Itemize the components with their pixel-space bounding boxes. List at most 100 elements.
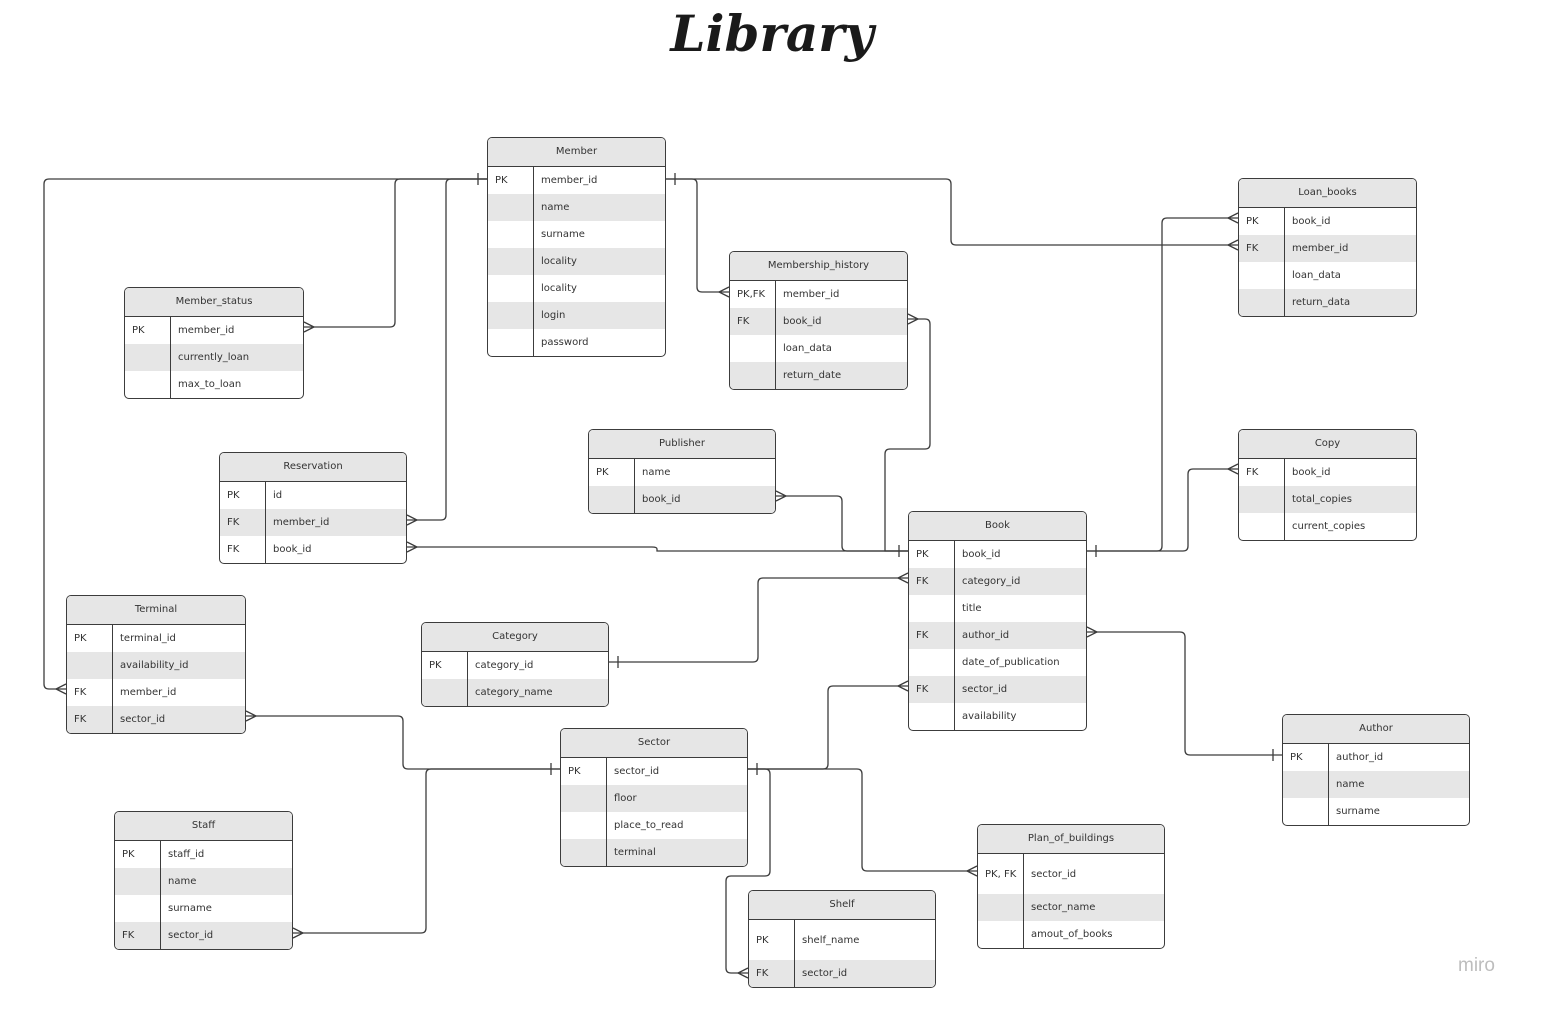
- entity-row: FK author_id: [909, 622, 1086, 649]
- field-name: author_id: [962, 630, 1010, 641]
- relationship-line-9: [1087, 217, 1238, 552]
- field-name: sector_id: [120, 714, 166, 725]
- entity-row: current_copies: [1239, 513, 1416, 540]
- cardinality-many-marker: [736, 967, 749, 979]
- key-cell: PK: [125, 317, 171, 344]
- field-name: sector_id: [614, 766, 660, 777]
- relationship-line-12: [1087, 631, 1282, 756]
- entity-title: Membership_history: [730, 252, 907, 281]
- key-cell: PK: [422, 652, 468, 679]
- field-name: locality: [541, 256, 577, 267]
- field-name: name: [541, 202, 570, 213]
- relationship-line-8: [776, 495, 908, 552]
- entity-title: Book: [909, 512, 1086, 541]
- key-cell: PK: [1239, 208, 1285, 235]
- key-cell: [488, 329, 534, 356]
- entity-title: Staff: [115, 812, 292, 841]
- key-cell: FK: [909, 676, 955, 703]
- field-name: sector_id: [962, 684, 1008, 695]
- key-cell: FK: [220, 509, 266, 536]
- key-cell: [422, 679, 468, 706]
- entity-row: name: [115, 868, 292, 895]
- entity-row: return_date: [730, 362, 907, 389]
- key-cell: PK: [1283, 744, 1329, 771]
- entity-row: password: [488, 329, 665, 356]
- key-cell: [909, 595, 955, 622]
- field-name: terminal_id: [120, 633, 176, 644]
- field-name: max_to_loan: [178, 379, 242, 390]
- entity-title: Publisher: [589, 430, 775, 459]
- field-name: date_of_publication: [962, 657, 1060, 668]
- key-cell: FK: [1239, 235, 1285, 262]
- entity-row: loan_data: [1239, 262, 1416, 289]
- field-name: member_id: [273, 517, 330, 528]
- entity-row: book_id: [589, 486, 775, 513]
- field-name: book_id: [642, 494, 681, 505]
- field-name: return_data: [1292, 297, 1351, 308]
- field-name: member_id: [178, 325, 235, 336]
- key-cell: [909, 703, 955, 730]
- key-cell: [488, 275, 534, 302]
- field-name: id: [273, 490, 283, 501]
- cardinality-many-marker: [292, 927, 305, 939]
- cardinality-many-marker: [406, 514, 419, 526]
- field-name: availability: [962, 711, 1017, 722]
- cardinality-many-marker: [775, 490, 788, 502]
- entity-title: Plan_of_buildings: [978, 825, 1164, 854]
- field-name: availability_id: [120, 660, 189, 671]
- relationship-line-2: [407, 178, 487, 521]
- key-cell: [909, 649, 955, 676]
- field-name: category_id: [962, 576, 1021, 587]
- relationship-line-3: [43, 178, 487, 690]
- field-name: place_to_read: [614, 820, 684, 831]
- entity-row: max_to_loan: [125, 371, 303, 398]
- field-name: shelf_name: [802, 934, 860, 946]
- key-cell: [125, 344, 171, 371]
- cardinality-many-marker: [303, 321, 316, 333]
- cardinality-many-marker: [406, 541, 419, 553]
- key-cell: FK: [730, 308, 776, 335]
- relationship-line-7: [407, 546, 908, 552]
- cardinality-many-marker: [54, 683, 67, 695]
- cardinality-many-marker: [896, 680, 909, 692]
- miro-watermark: miro: [1458, 955, 1495, 976]
- key-cell: PK: [488, 167, 534, 194]
- key-cell: [1239, 486, 1285, 513]
- cardinality-many-marker: [1226, 239, 1239, 251]
- key-cell: [978, 921, 1024, 948]
- entity-row: amout_of_books: [978, 921, 1164, 948]
- key-cell: FK: [909, 622, 955, 649]
- field-name: title: [962, 603, 982, 614]
- key-cell: PK: [115, 841, 161, 868]
- entity-row: return_data: [1239, 289, 1416, 316]
- field-name: book_id: [962, 549, 1001, 560]
- field-name: sector_id: [168, 930, 214, 941]
